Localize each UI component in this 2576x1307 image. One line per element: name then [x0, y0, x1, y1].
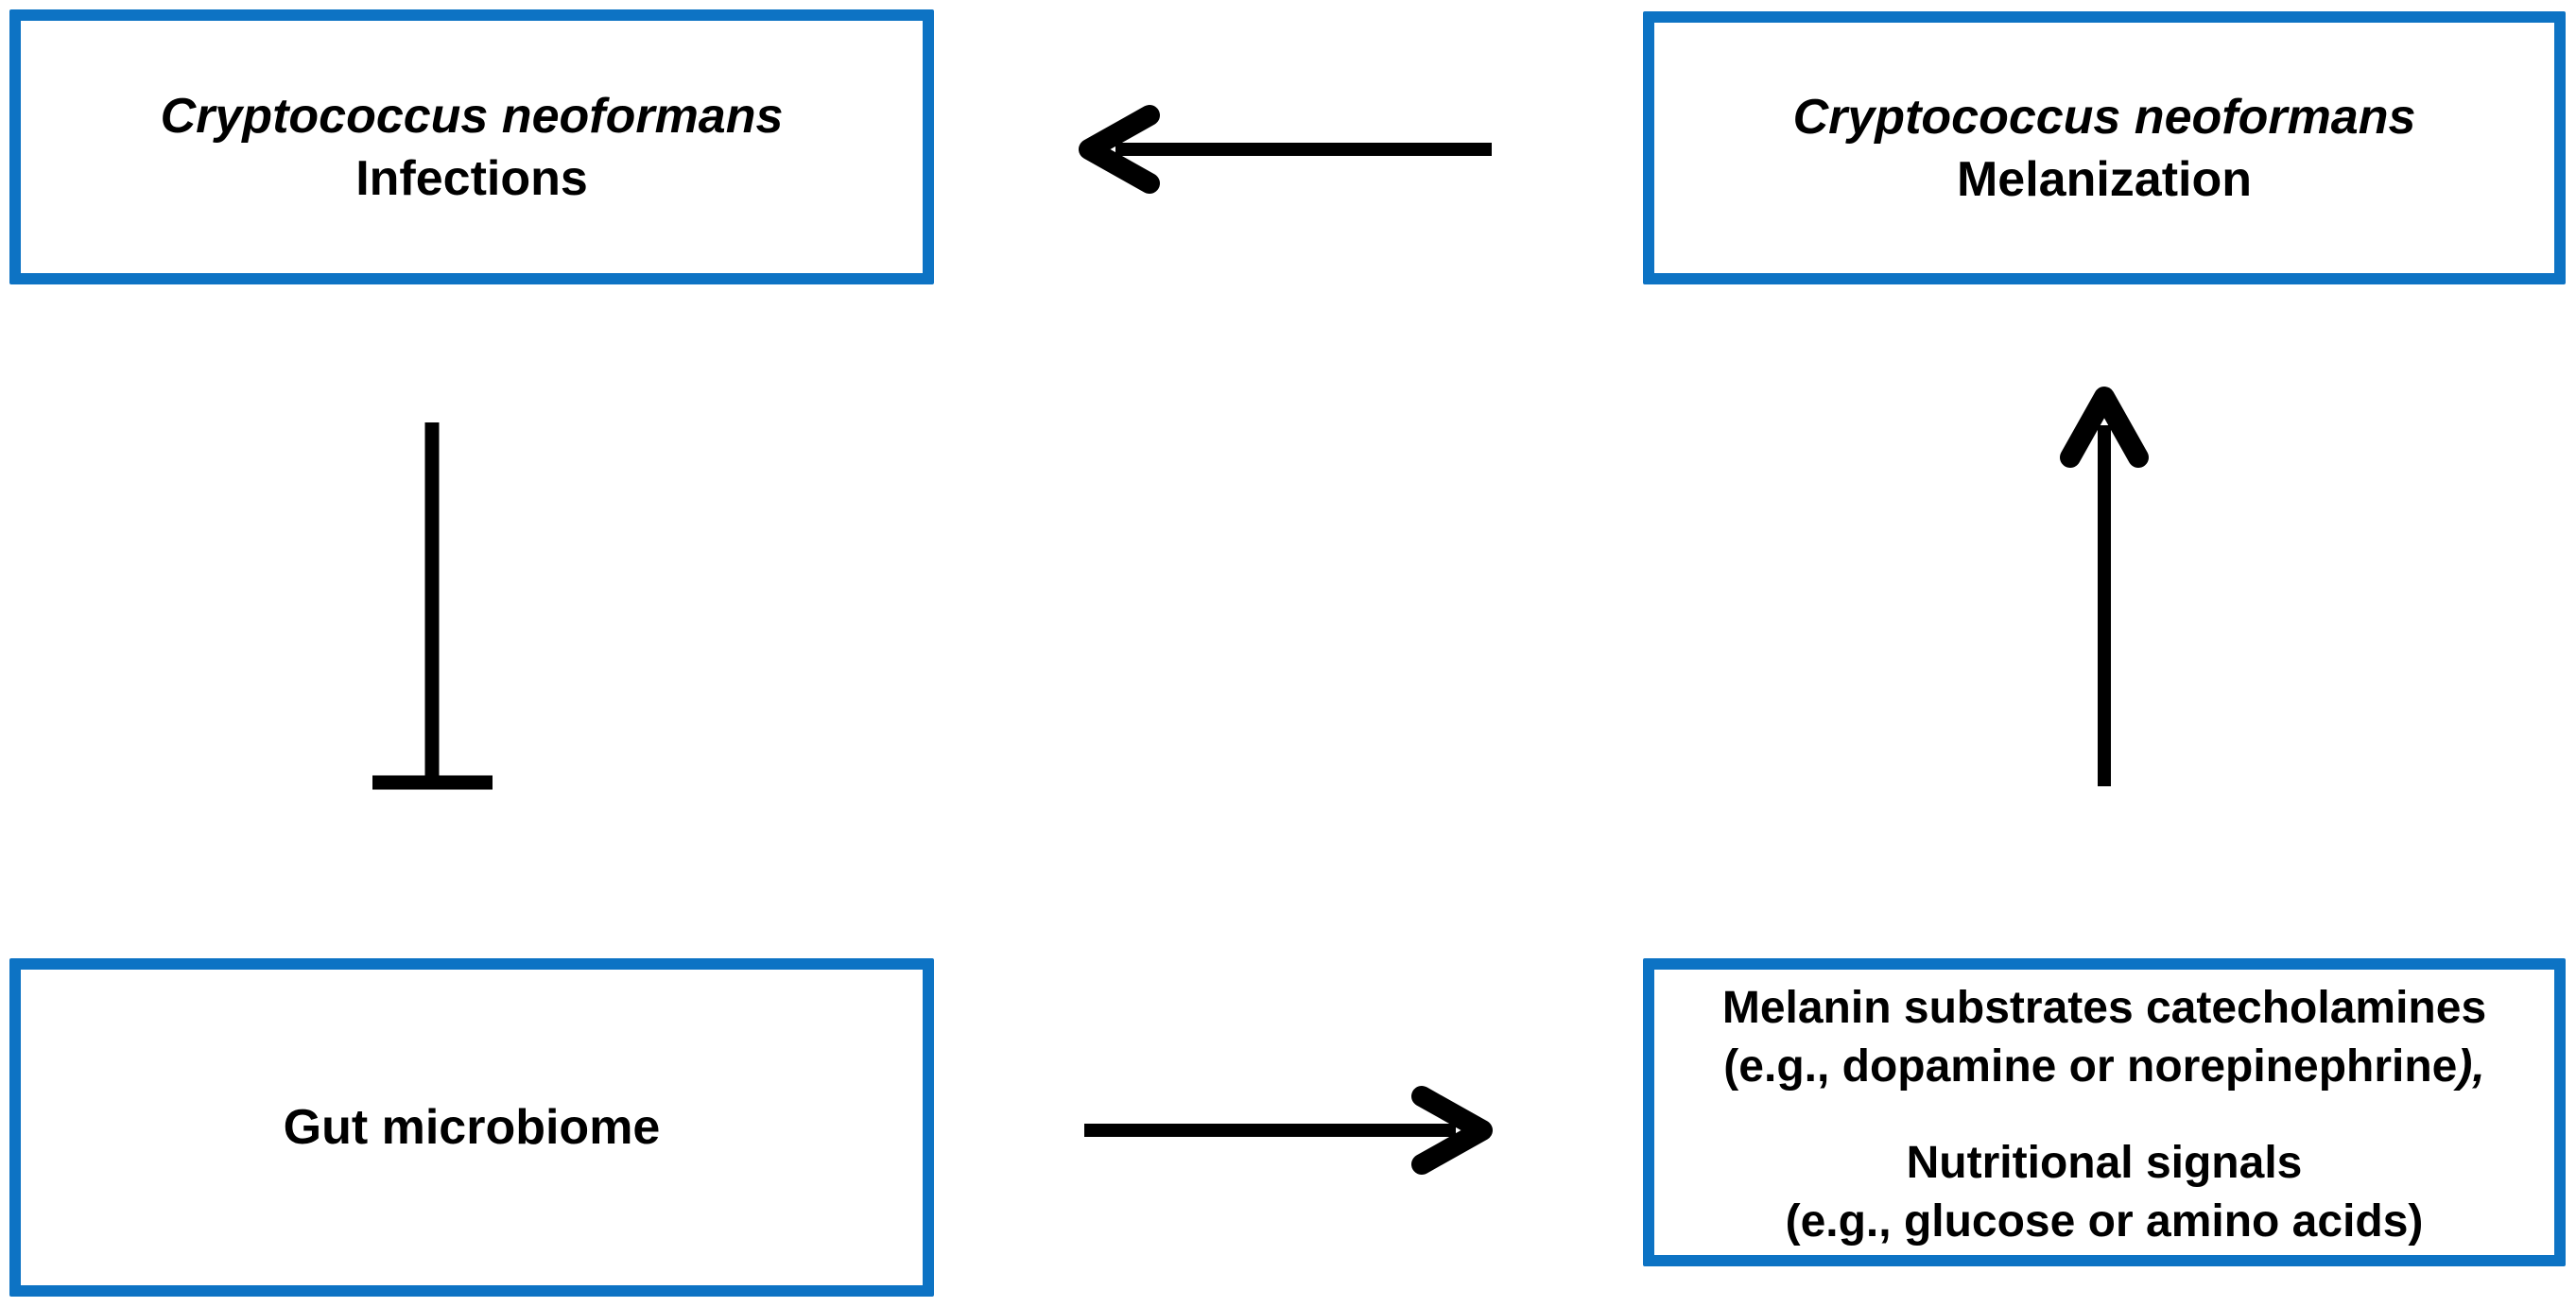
edge-melanization-to-infections-arrow [1079, 105, 1492, 194]
melanization-label: Melanization [1956, 151, 2253, 207]
melanization-species-name: Cryptococcus neoformans [1792, 89, 2416, 145]
signals-line-4: (e.g., glucose or amino acids) [1785, 1196, 2424, 1247]
signals-line-1: Melanin substrates catecholamines [1721, 983, 2487, 1033]
node-infections-box: Cryptococcus neoformans Infections [9, 9, 934, 284]
signals-line-2: (e.g., dopamine or norepinephrine), [1723, 1041, 2485, 1092]
infections-species-name: Cryptococcus neoformans [160, 88, 784, 144]
infections-label: Infections [355, 150, 588, 206]
node-melanization-box: Cryptococcus neoformans Melanization [1643, 11, 2566, 284]
gut-microbiome-label: Gut microbiome [283, 1100, 661, 1155]
node-signals-box: Melanin substrates catecholamines (e.g.,… [1643, 958, 2566, 1266]
edge-gut-to-signals-arrow [1084, 1086, 1493, 1175]
edge-signals-to-melanization-arrow [2060, 387, 2149, 786]
edge-infections-inhibits-gut-tbar [372, 422, 493, 790]
signals-line-2-italic-suffix: ), [2457, 1041, 2485, 1092]
signals-line-3: Nutritional signals [1906, 1138, 2303, 1188]
node-gut-microbiome-box: Gut microbiome [9, 958, 934, 1297]
